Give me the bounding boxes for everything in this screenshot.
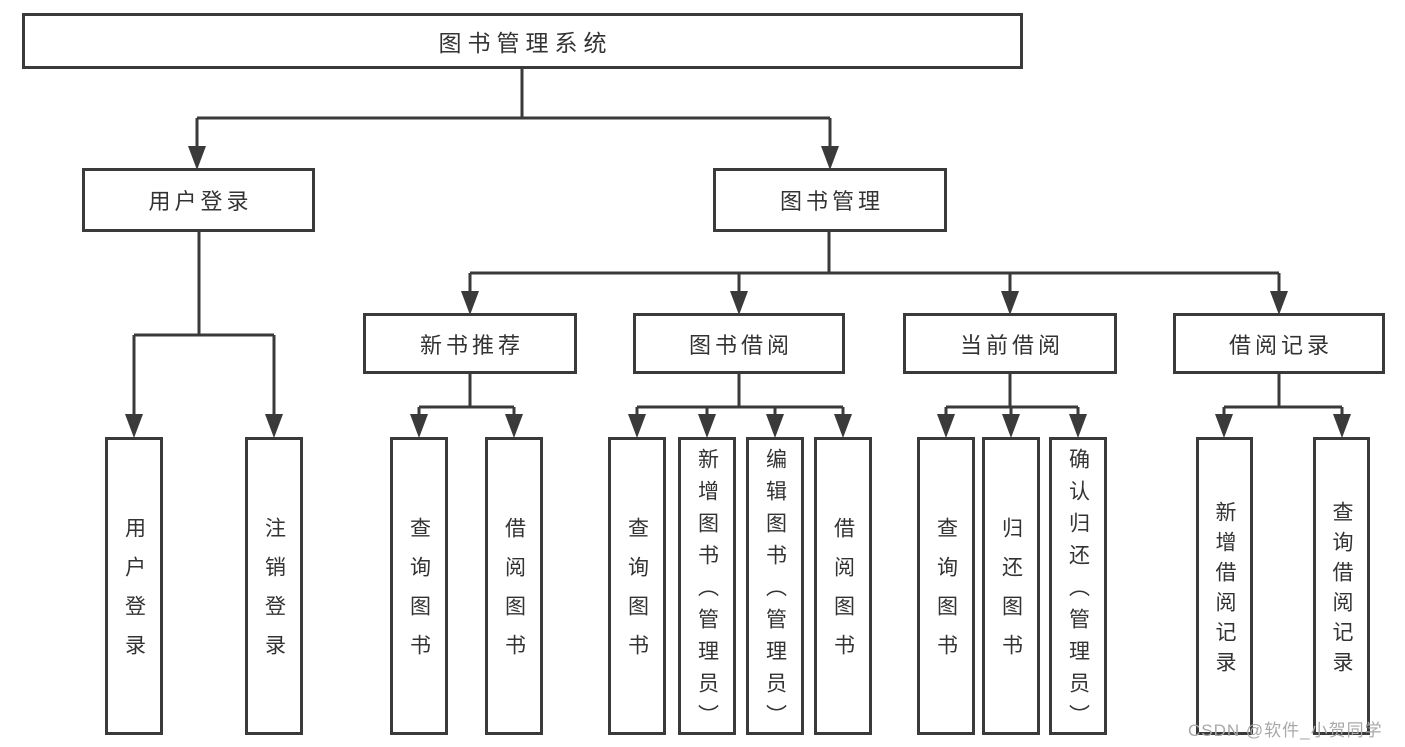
node-book-borrowing: 图书借阅 — [633, 313, 845, 374]
arrowhead-icon — [730, 291, 748, 315]
arrowhead-icon — [1001, 291, 1019, 315]
node-borrowing-edit-book-admin: 编辑图书（管理员） — [746, 437, 804, 736]
watermark-csdn: CSDN @软件_小贺同学 — [1188, 721, 1383, 740]
node-borrowing-records: 借阅记录 — [1173, 313, 1385, 374]
node-current-confirm-return-admin: 确认归还（管理员） — [1049, 437, 1107, 736]
arrowhead-icon — [125, 414, 143, 438]
node-records-query-record: 查询借阅记录 — [1313, 437, 1370, 735]
arrowhead-icon — [1270, 291, 1288, 315]
node-label: 借阅图书 — [502, 517, 526, 673]
node-label: 查询图书 — [934, 517, 958, 673]
node-book-management: 图书管理 — [713, 168, 947, 232]
connector-records-to-children — [1215, 374, 1351, 438]
node-label: 归还图书 — [999, 517, 1023, 673]
node-user-login: 用户登录 — [82, 168, 315, 232]
connector-current-to-children — [937, 374, 1087, 438]
connector-root-to-level2 — [188, 69, 839, 170]
connector-user-login-to-children — [125, 232, 283, 438]
node-label: 用户登录 — [122, 517, 146, 673]
connector-path — [944, 374, 1080, 416]
node-borrowing-borrow-books: 借阅图书 — [814, 437, 872, 735]
node-current-return-book: 归还图书 — [982, 437, 1040, 735]
node-recommend-borrow-books: 借阅图书 — [485, 437, 543, 735]
arrowhead-icon — [628, 414, 646, 438]
node-label: 新书推荐 — [419, 332, 524, 358]
node-label: 查询图书 — [407, 517, 431, 673]
node-current-query-books: 查询图书 — [917, 437, 975, 735]
node-label: 图书借阅 — [688, 332, 793, 358]
node-label: 新增图书（管理员） — [695, 448, 719, 736]
arrowhead-icon — [1069, 414, 1087, 438]
node-label: 查询图书 — [625, 517, 649, 673]
arrowhead-icon — [1215, 414, 1233, 438]
node-label: 注销登录 — [262, 517, 286, 673]
arrowhead-icon — [188, 146, 206, 170]
node-label: 借阅记录 — [1228, 332, 1333, 358]
node-label: 新增借阅记录 — [1213, 501, 1236, 681]
node-label: 图书管理 — [779, 189, 884, 214]
node-borrowing-add-book-admin: 新增图书（管理员） — [678, 437, 736, 736]
arrowhead-icon — [461, 291, 479, 315]
node-logout-action: 注销登录 — [245, 437, 303, 735]
arrowhead-icon — [937, 414, 955, 438]
connector-book-management-to-level3 — [461, 232, 1288, 315]
node-label: 借阅图书 — [831, 517, 855, 673]
arrowhead-icon — [821, 146, 839, 170]
arrowhead-icon — [1002, 414, 1020, 438]
node-new-book-recommendation: 新书推荐 — [363, 313, 577, 374]
node-label: 确认归还（管理员） — [1066, 448, 1090, 736]
node-label: 当前借阅 — [959, 332, 1064, 358]
node-recommend-query-books: 查询图书 — [390, 437, 448, 735]
arrowhead-icon — [410, 414, 428, 438]
connector-path — [417, 374, 516, 416]
node-user-login-action: 用户登录 — [105, 437, 163, 735]
node-label: 编辑图书（管理员） — [763, 448, 787, 736]
node-label: 图书管理系统 — [438, 30, 613, 56]
arrowhead-icon — [766, 414, 784, 438]
arrowhead-icon — [834, 414, 852, 438]
node-records-add-record: 新增借阅记录 — [1196, 437, 1253, 735]
node-library-management-system: 图书管理系统 — [22, 13, 1023, 69]
connector-borrowing-to-children — [628, 374, 852, 438]
connector-path — [1222, 374, 1344, 416]
node-label: 查询借阅记录 — [1330, 501, 1353, 681]
connector-recommendation-to-children — [410, 374, 523, 438]
arrowhead-icon — [1333, 414, 1351, 438]
node-current-borrowing: 当前借阅 — [903, 313, 1117, 374]
connector-path — [132, 232, 276, 416]
connector-path — [635, 374, 845, 416]
node-borrowing-query-books: 查询图书 — [608, 437, 666, 735]
arrowhead-icon — [698, 414, 716, 438]
arrowhead-icon — [505, 414, 523, 438]
arrowhead-icon — [265, 414, 283, 438]
node-label: 用户登录 — [148, 189, 253, 214]
connector-path — [195, 69, 832, 148]
connector-path — [468, 232, 1281, 293]
